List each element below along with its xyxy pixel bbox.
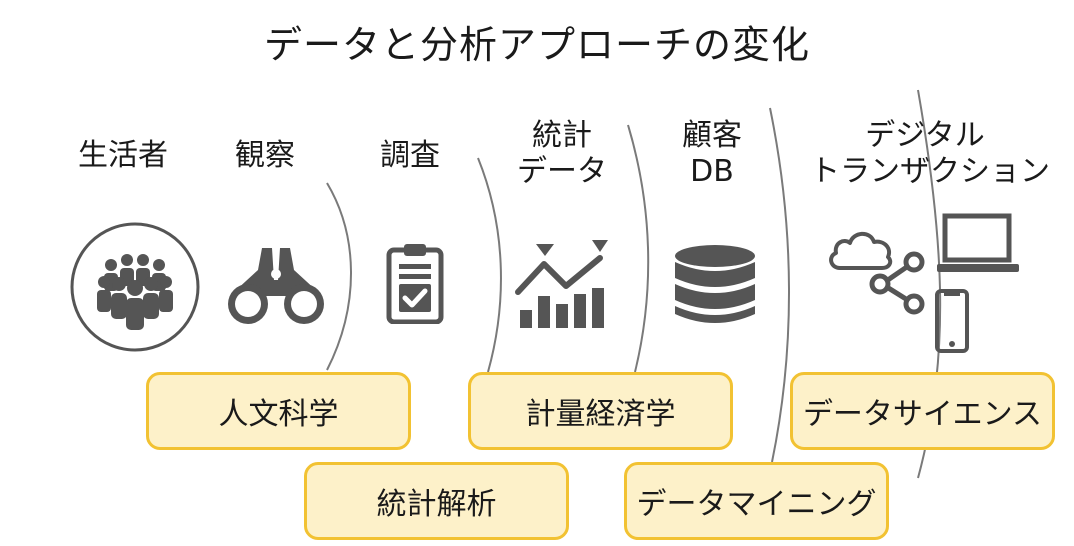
approach-data-mining: データマイニング bbox=[624, 462, 889, 540]
people-group-icon bbox=[70, 222, 200, 352]
clipboard-check-icon bbox=[386, 244, 444, 324]
stage-label-statistical-data-line1: 統計 bbox=[532, 118, 592, 153]
divider-curve-1 bbox=[326, 182, 352, 371]
page-title: データと分析アプローチの変化 bbox=[263, 23, 810, 67]
divider-curve-3 bbox=[627, 124, 650, 373]
approach-statistical-analysis: 統計解析 bbox=[304, 462, 569, 540]
stage-label-customer-db: 顧客 DB bbox=[662, 118, 762, 190]
stage-label-observation: 観察 bbox=[235, 138, 295, 173]
stage-label-customer-db-line1: 顧客 bbox=[682, 118, 742, 153]
approach-humanities: 人文科学 bbox=[146, 372, 411, 450]
binoculars-icon bbox=[228, 248, 324, 324]
approach-econometrics: 計量経済学 bbox=[468, 372, 733, 450]
cloud-icon bbox=[829, 231, 893, 270]
stage-label-customer-db-line2: DB bbox=[690, 154, 734, 189]
laptop-icon bbox=[937, 213, 1019, 272]
stage-label-digital-transaction-line1: デジタル bbox=[865, 118, 985, 153]
database-icon bbox=[675, 245, 755, 323]
stage-label-digital-transaction-line2: トランザクション bbox=[810, 154, 1050, 189]
divider-curve-2 bbox=[477, 157, 502, 373]
share-icon bbox=[869, 251, 925, 315]
stage-label-consumer: 生活者 bbox=[78, 138, 168, 173]
stage-label-statistical-data: 統計 データ bbox=[512, 118, 612, 190]
smartphone-icon bbox=[935, 289, 969, 353]
stage-label-statistical-data-line2: データ bbox=[517, 154, 607, 189]
approach-data-science: データサイエンス bbox=[790, 372, 1055, 450]
bar-line-chart-icon bbox=[515, 240, 608, 328]
stage-label-digital-transaction: デジタル トランザクション bbox=[810, 118, 1050, 190]
stage-label-survey: 調査 bbox=[380, 138, 440, 173]
divider-curve-4 bbox=[769, 107, 790, 463]
